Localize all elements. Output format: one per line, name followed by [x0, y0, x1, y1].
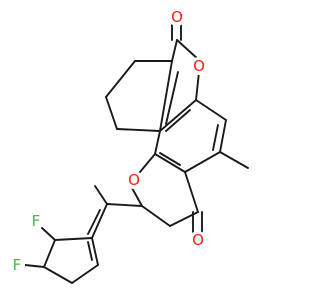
bond [43, 239, 56, 268]
atom-o-pyran: O [125, 171, 143, 189]
atom-o-ketone: O [189, 231, 207, 249]
atom-label: F [32, 212, 41, 230]
bond [116, 128, 161, 132]
atom-o-lactone: O [190, 57, 208, 75]
atom-label: F [13, 256, 22, 274]
bond [184, 151, 221, 173]
bond [171, 39, 178, 62]
bond [131, 187, 143, 207]
bond-layer [24, 24, 249, 284]
molecule-canvas: O O O O F F [9, 8, 249, 284]
bond [91, 203, 108, 239]
bond [195, 71, 200, 101]
bond [94, 185, 108, 205]
bond [159, 152, 181, 166]
bond [176, 39, 200, 61]
bond [154, 130, 161, 155]
bond [165, 109, 191, 132]
bond [165, 71, 179, 125]
bond [54, 237, 93, 241]
bond [195, 99, 227, 121]
atom-label: O [171, 8, 183, 26]
bond [87, 209, 101, 235]
bond [105, 96, 118, 130]
bond [87, 241, 93, 261]
bond [106, 203, 143, 207]
atom-label: O [128, 171, 140, 189]
bond [184, 171, 199, 213]
atom-f-ortho: F [28, 212, 44, 230]
bond [139, 153, 156, 173]
bond [159, 99, 197, 132]
bond [91, 237, 99, 266]
bond [219, 151, 249, 169]
bond [159, 60, 173, 132]
bond [41, 227, 56, 241]
molecule-structure: O O O O F F [9, 8, 249, 284]
atom-labels: O O O O F F [9, 8, 208, 274]
bond [212, 124, 219, 151]
atom-o-carbonyl-top: O [168, 8, 186, 26]
bond [219, 119, 227, 153]
bond [71, 264, 99, 284]
bond [154, 153, 186, 173]
bond [43, 266, 73, 284]
bond [24, 264, 45, 268]
bond [105, 60, 136, 98]
atom-f-para: F [9, 256, 25, 274]
atom-label: O [192, 231, 204, 249]
bond [141, 205, 171, 227]
atom-label: O [193, 57, 205, 75]
